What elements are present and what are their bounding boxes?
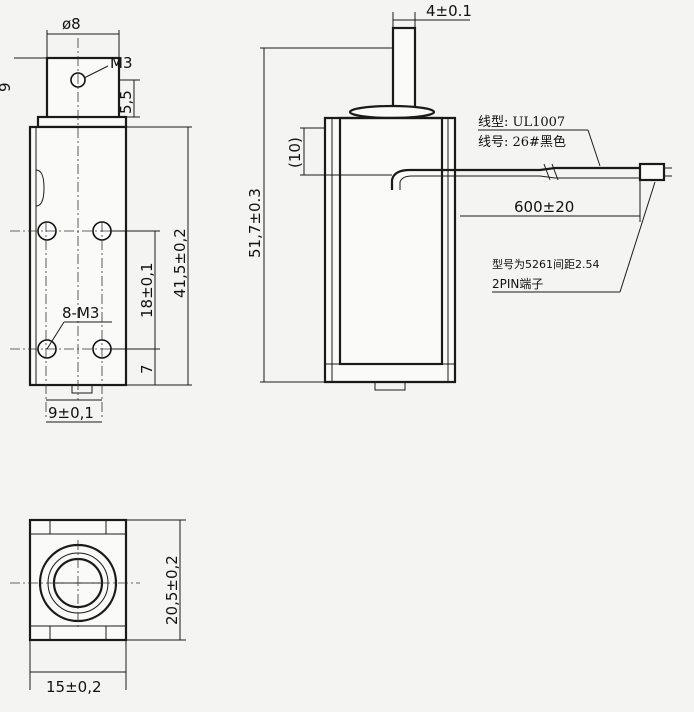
end-view: 20,5±0,2 15±0,2 [10, 518, 186, 696]
front-bottom-stub [71, 384, 93, 394]
dim-41-5: 41,5±0,2 [171, 228, 189, 298]
dim-side-9: 9 [0, 82, 14, 92]
wire-type: 线型: UL1007 [478, 115, 565, 130]
dim-length: 51,7±0.3 [246, 188, 264, 258]
dim-8-m3: 8-M3 [62, 304, 99, 322]
side-washer [348, 104, 436, 120]
side-connector [638, 162, 666, 182]
dim-end-height: 20,5±0,2 [163, 555, 181, 625]
dim-10: (10) [286, 137, 304, 168]
dim-7: 7 [138, 364, 156, 374]
front-plunger-head [45, 56, 121, 120]
connector-note: 型号为5261间距2.54 [492, 257, 600, 271]
side-frame [323, 116, 457, 384]
dim-9-spacing: 9±0,1 [48, 404, 94, 422]
dim-5-5: 5,5 [117, 90, 135, 114]
dim-wire-length: 600±20 [514, 198, 574, 216]
dim-end-width: 15±0,2 [46, 678, 102, 696]
side-wire [390, 166, 640, 190]
front-flange [36, 115, 128, 129]
connector-pin: 2PIN端子 [492, 277, 543, 291]
dim-top-thread: M3 [110, 54, 133, 72]
dim-18: 18±0,1 [138, 262, 156, 318]
side-bottom-stub [374, 381, 406, 391]
front-slot [35, 169, 45, 207]
wire-gauge: 线号: 26#黑色 [478, 134, 566, 150]
side-plunger-rod [391, 26, 417, 114]
front-view: ø8 M3 9 5,5 8-M3 18±0,1 7 41,5±0,2 9±0,1 [0, 15, 192, 423]
dim-diameter: ø8 [62, 15, 81, 33]
dim-plunger: 4±0.1 [426, 2, 472, 20]
side-view: 4±0.1 51,7±0.3 (10) 线型: UL1007 线号: 26#黑色… [246, 2, 672, 391]
